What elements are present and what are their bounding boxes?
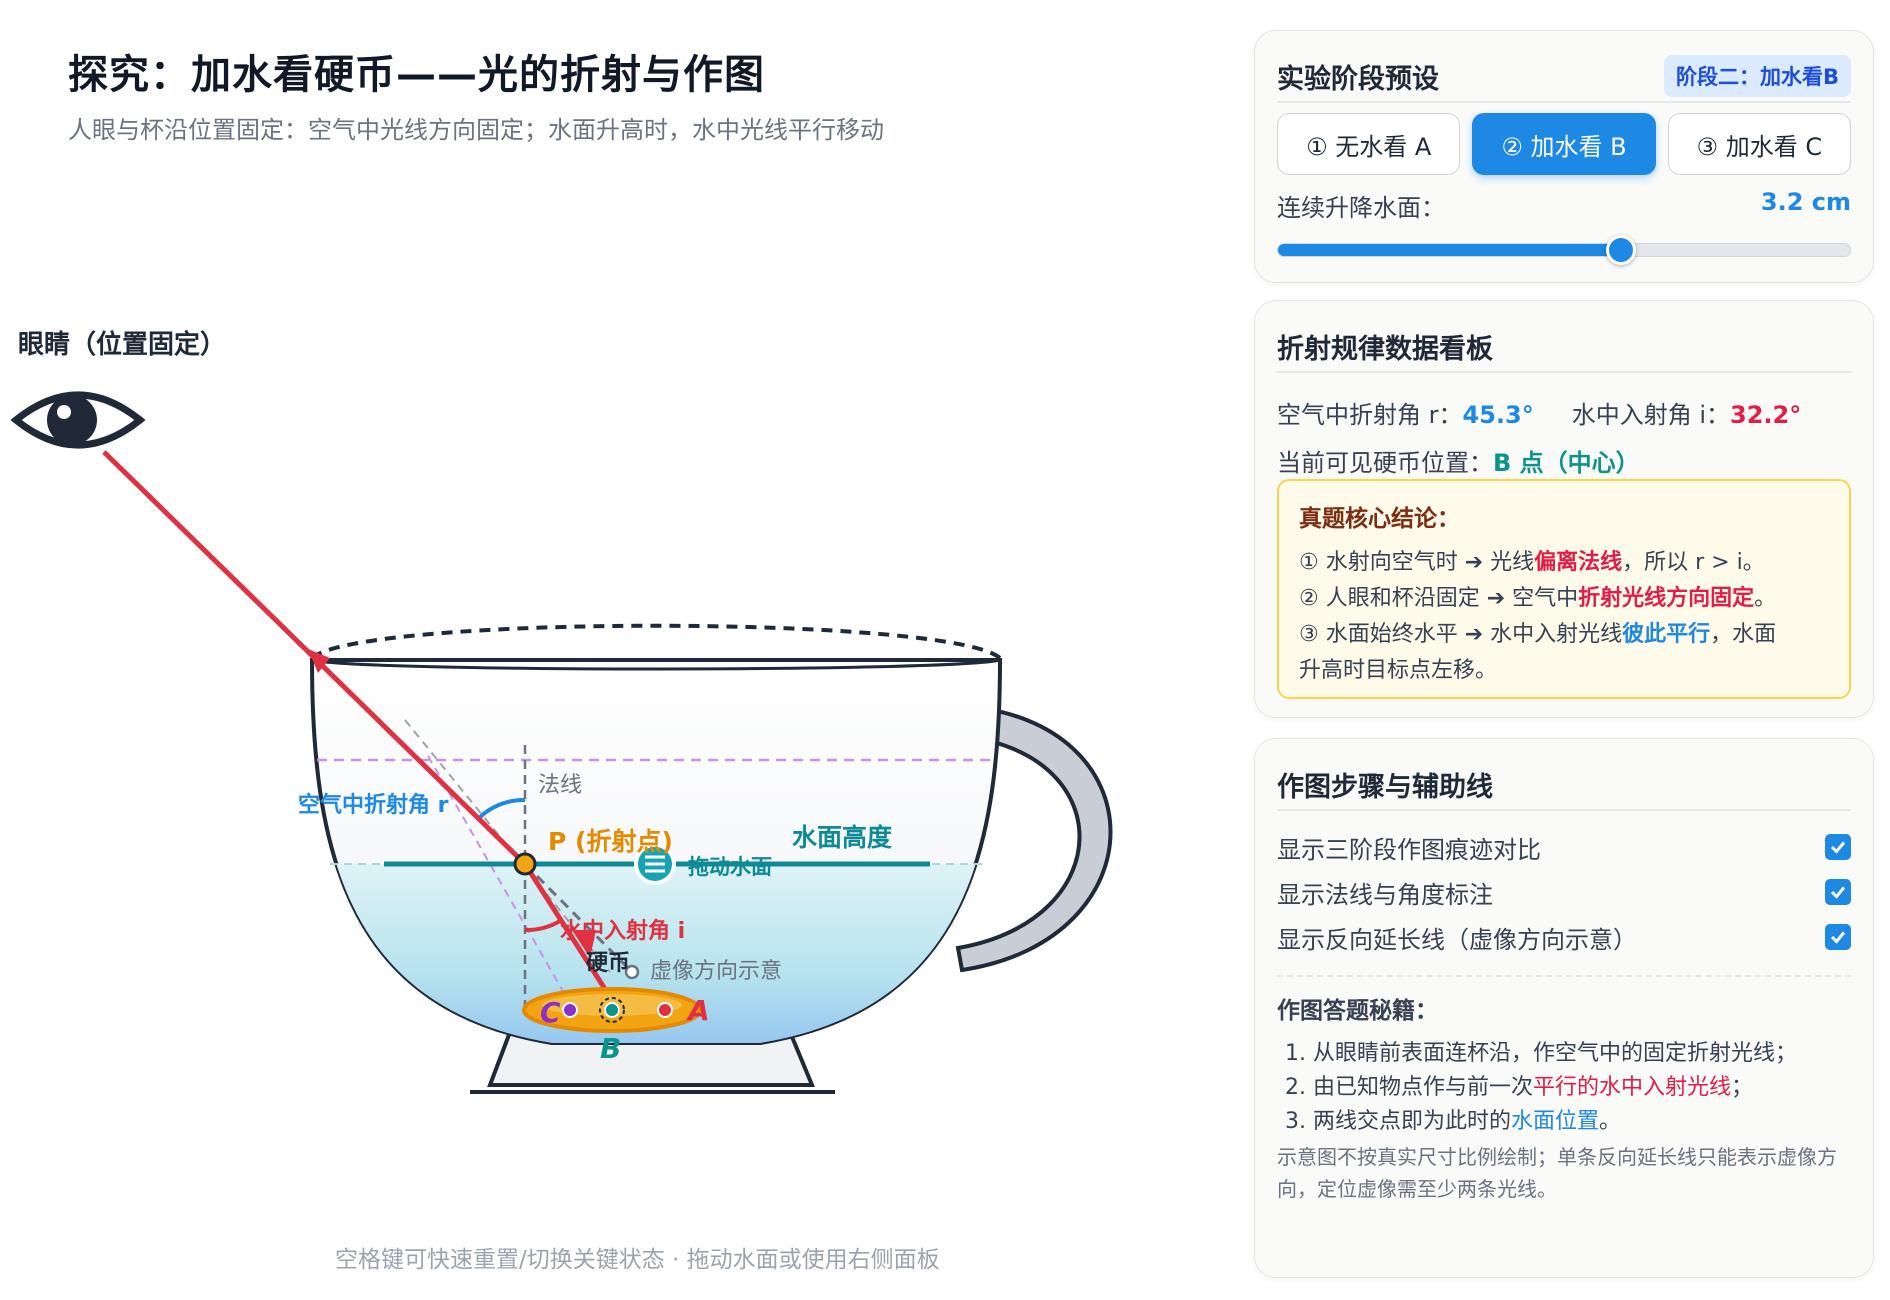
drag-water-label: 拖动水面 (688, 855, 772, 879)
virtual-extension-line (523, 862, 634, 974)
conclusion-1-emphasis: 偏离法线 (1534, 550, 1623, 575)
option-reverse-extension[interactable]: 显示反向延长线（虚像方向示意） (1277, 921, 1851, 954)
angle-readout-row: 空气中折射角 r：45.3° 水中入射角 i：32.2° (1277, 395, 1801, 430)
page-title: 探究：加水看硬币——光的折射与作图 (68, 52, 765, 98)
preset-panel: 实验阶段预设 阶段二：加水看B ① 无水看 A ② 加水看 B ③ 加水看 C … (1254, 30, 1874, 283)
conclusion-3-text: ③ 水面始终水平 ➔ 水中入射光线 (1299, 622, 1623, 647)
conclusion-3-emphasis: 彼此平行 (1622, 622, 1711, 647)
conclusion-2-tail: 。 (1754, 586, 1777, 611)
page-subtitle: 人眼与杯沿位置固定：空气中光线方向固定；水面升高时，水中光线平行移动 (68, 116, 884, 144)
point-b-marker (604, 1002, 620, 1018)
tip-3-tail: 。 (1599, 1109, 1622, 1134)
diagram-note: 示意图不按真实尺寸比例绘制；单条反向延长线只能表示虚像方向，定位虚像需至少两条光… (1277, 1145, 1837, 1201)
point-a-label: A (686, 994, 710, 1027)
steps-title: 作图步骤与辅助线 (1277, 771, 1493, 803)
dashboard-header: 折射规律数据看板 (1277, 321, 1851, 373)
conclusion-2-emphasis: 折射光线方向固定 (1578, 586, 1755, 611)
option-stage-trace[interactable]: 显示三阶段作图痕迹对比 (1277, 831, 1851, 864)
coin-label: 硬币 (586, 951, 630, 976)
tip-3-highlight: 水面位置 (1510, 1109, 1599, 1134)
point-b-ring (599, 997, 625, 1023)
conclusion-3-line2: 升高时目标点左移。 (1299, 658, 1498, 683)
preset-water-b-button[interactable]: ② 加水看 B (1472, 113, 1656, 175)
option-stage-trace-label: 显示三阶段作图痕迹对比 (1277, 835, 1541, 864)
preset-panel-title: 实验阶段预设 (1277, 63, 1439, 95)
water-level-slider[interactable] (1277, 235, 1851, 265)
water-angle-label: 水中入射角 i (560, 918, 685, 944)
water-angle-readout-value: 32.2° (1730, 401, 1802, 429)
water-ray-arrow (572, 930, 596, 958)
air-angle-readout-value: 45.3° (1462, 401, 1534, 429)
cup-handle (955, 703, 1113, 973)
option-normal-angles-label: 显示法线与角度标注 (1277, 880, 1493, 909)
preset-water-c-button[interactable]: ③ 加水看 C (1667, 113, 1851, 175)
cup-rim-back (310, 623, 1002, 660)
option-normal-angles-checkbox[interactable] (1825, 879, 1851, 905)
data-dashboard-panel: 折射规律数据看板 空气中折射角 r：45.3° 水中入射角 i：32.2° 当前可… (1254, 300, 1874, 718)
option-stage-trace-checkbox[interactable] (1825, 834, 1851, 860)
cup-rim-front (311, 658, 1001, 671)
current-stage-badge: 阶段二：加水看B (1663, 55, 1851, 97)
normal-label: 法线 (538, 773, 582, 798)
coin-position-label: 当前可见硬币位置： (1277, 449, 1493, 477)
water-slider-fill (1278, 244, 1622, 256)
conclusion-2: ② 人眼和杯沿固定 ➔ 空气中折射光线方向固定。 (1299, 581, 1829, 617)
water-slider-value: 3.2 cm (1760, 188, 1851, 216)
water-slider-label: 连续升降水面： (1277, 194, 1445, 222)
keyboard-hint: 空格键可快速重置/切换关键状态 · 拖动水面或使用右侧面板 (335, 1247, 940, 1273)
water-level-label: 水面高度 (792, 823, 892, 852)
conclusion-3-tail: ，水面 (1710, 622, 1777, 647)
conclusion-box: 真题核心结论： ① 水射向空气时 ➔ 光线偏离法线，所以 r > i。 ② 人眼… (1277, 479, 1851, 699)
tips-title: 作图答题秘籍： (1277, 998, 1438, 1024)
option-reverse-extension-checkbox[interactable] (1825, 924, 1851, 950)
conclusion-2-text: ② 人眼和杯沿固定 ➔ 空气中 (1299, 586, 1579, 611)
eye-icon (10, 391, 146, 449)
option-normal-angles[interactable]: 显示法线与角度标注 (1277, 876, 1851, 909)
conclusion-1: ① 水射向空气时 ➔ 光线偏离法线，所以 r > i。 (1299, 545, 1829, 581)
point-c-label: C (540, 996, 561, 1029)
tip-3-text: 3. 两线交点即为此时的 (1285, 1109, 1511, 1134)
tip-2-text: 2. 由已知物点作与前一次 (1285, 1075, 1533, 1100)
preset-buttons: ① 无水看 A ② 加水看 B ③ 加水看 C (1277, 113, 1851, 175)
refraction-diagram: 法线 拖动水面 空气中折射角 r P (折射点) (10, 391, 1113, 1094)
point-c-marker (562, 1002, 578, 1018)
drawing-steps-panel: 作图步骤与辅助线 显示三阶段作图痕迹对比 显示法线与角度标注 显示反向延长线（虚… (1254, 738, 1874, 1278)
air-angle-readout-label: 空气中折射角 r： (1277, 401, 1463, 429)
steps-header: 作图步骤与辅助线 (1277, 759, 1851, 811)
tip-1: 1. 从眼睛前表面连杯沿，作空气中的固定折射光线； (1285, 1041, 1797, 1066)
point-b-label: B (600, 1032, 621, 1065)
eye-label: 眼睛（位置固定） (18, 330, 227, 360)
drag-water-handle[interactable] (634, 843, 676, 885)
refraction-point-p[interactable] (513, 852, 537, 876)
coin-position-value: B 点（中心） (1493, 449, 1640, 477)
conclusion-1-text: ① 水射向空气时 ➔ 光线 (1299, 550, 1535, 575)
conclusion-1-tail: ，所以 r > i。 (1622, 550, 1765, 575)
water-angle-readout-label: 水中入射角 i： (1571, 401, 1731, 429)
dashboard-title: 折射规律数据看板 (1277, 333, 1493, 365)
point-p-label: P (折射点) (548, 827, 673, 856)
virtual-image-label: 虚像方向示意 (650, 959, 782, 984)
preset-panel-header: 实验阶段预设 阶段二：加水看B (1277, 51, 1851, 103)
virtual-image-marker (624, 964, 640, 980)
air-ray-arrow (308, 649, 330, 673)
preset-no-water-a-button[interactable]: ① 无水看 A (1277, 113, 1461, 175)
option-reverse-extension-label: 显示反向延长线（虚像方向示意） (1277, 925, 1637, 954)
steps-divider (1277, 975, 1851, 977)
water-angle-arc (524, 919, 562, 933)
water-slider-thumb[interactable] (1606, 235, 1637, 265)
conclusion-title: 真题核心结论： (1299, 506, 1460, 532)
water-ray (522, 862, 615, 1002)
stage-trace-1 (427, 755, 569, 1001)
air-angle-label: 空气中折射角 r (298, 792, 449, 818)
point-a-marker (657, 1002, 673, 1018)
tip-2: 2. 由已知物点作与前一次平行的水中入射光线； (1285, 1069, 1753, 1101)
tip-2-highlight: 平行的水中入射光线 (1532, 1075, 1731, 1100)
coin-position-row: 当前可见硬币位置：B 点（中心） (1277, 443, 1640, 478)
conclusion-3: ③ 水面始终水平 ➔ 水中入射光线彼此平行，水面 (1299, 617, 1829, 653)
air-angle-arc (476, 797, 526, 821)
tip-3: 3. 两线交点即为此时的水面位置。 (1285, 1103, 1621, 1135)
tip-2-tail: ； (1731, 1075, 1754, 1100)
